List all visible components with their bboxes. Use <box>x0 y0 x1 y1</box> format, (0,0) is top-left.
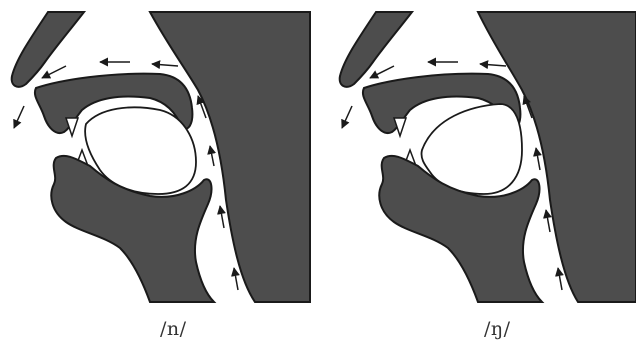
airflow-arrow <box>210 146 214 166</box>
panel-alveolar-nasal <box>12 12 310 302</box>
panel-label-alveolar-nasal: /n/ <box>160 318 187 340</box>
airflow-arrow <box>42 66 66 78</box>
panel-label-velar-nasal: /ŋ/ <box>484 318 511 340</box>
airflow-arrow <box>480 64 506 66</box>
airflow-arrow <box>558 268 562 290</box>
airflow-arrow <box>536 148 540 170</box>
airflow-arrow <box>152 64 178 66</box>
airflow-arrow <box>234 268 238 290</box>
airflow-arrow <box>342 106 352 128</box>
airflow-arrow <box>370 66 394 78</box>
airflow-arrow <box>14 106 24 128</box>
airflow-arrow <box>546 210 550 232</box>
panel-velar-nasal <box>340 12 636 302</box>
airflow-arrow <box>220 206 224 228</box>
